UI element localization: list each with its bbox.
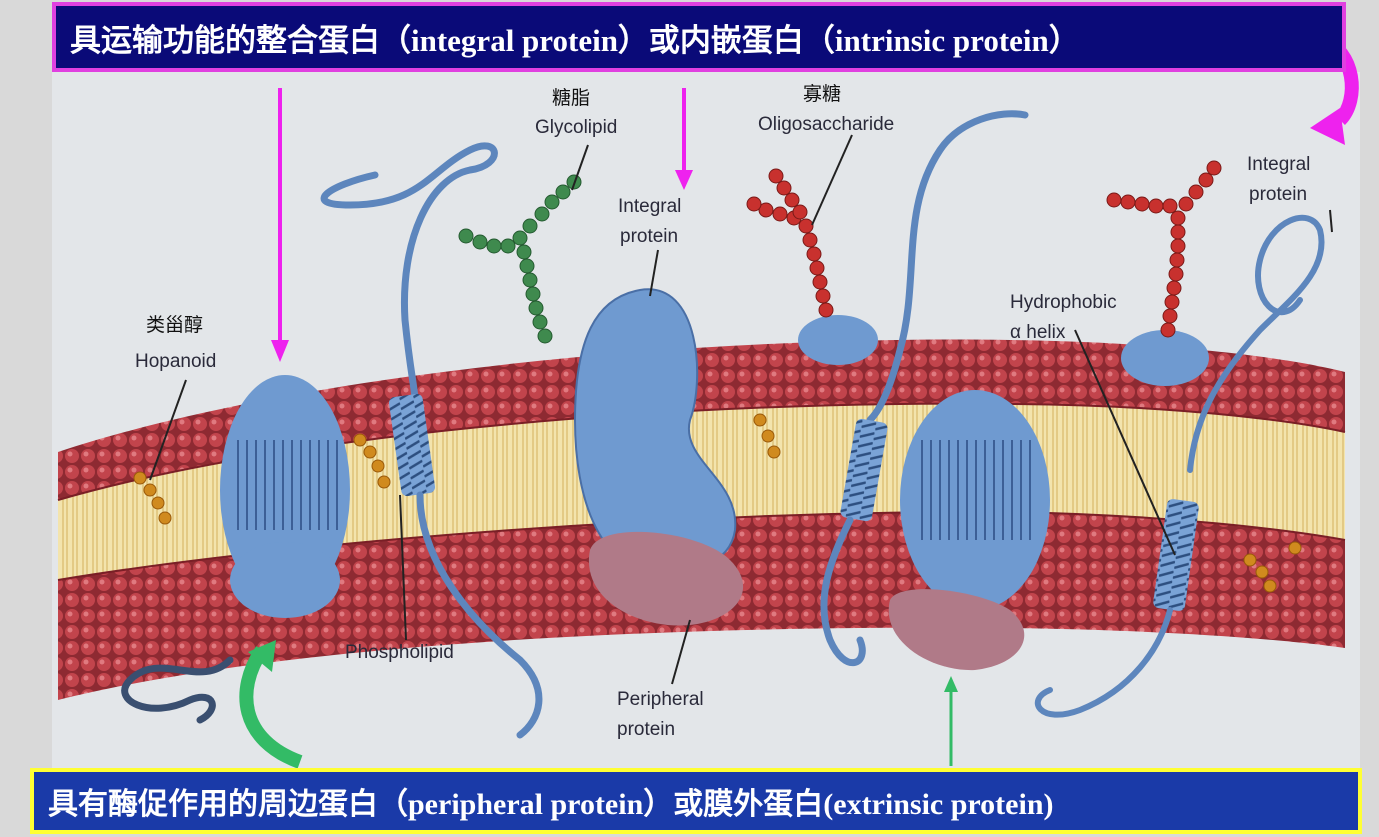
integral-protein-right [820, 110, 1050, 671]
helix-protein-left [320, 142, 543, 739]
peripheral-protein-label-1: Peripheral [617, 689, 704, 710]
glycolipid-label: Glycolipid [535, 117, 617, 138]
membrane-outer-heads [58, 339, 1345, 500]
glycolipid-label-cn: 糖脂 [552, 87, 590, 109]
hydrophobic-helix-label-1: Hydrophobic [1010, 292, 1117, 313]
leader-lines [149, 134, 1333, 685]
hopanoid-molecules [133, 413, 1302, 593]
integral-protein-center [573, 288, 744, 626]
oligosaccharide-center [746, 168, 878, 365]
integral-protein-label-1: Integral [618, 196, 681, 217]
integral-protein-right-label-2: protein [1249, 184, 1307, 205]
integral-protein-right-label-1: Integral [1247, 154, 1310, 175]
peripheral-protein-banner: 具有酶促作用的周边蛋白（peripheral protein）或膜外蛋白(ext… [30, 768, 1362, 834]
integral-protein-label-2: protein [620, 226, 678, 247]
hydrophobic-helix-label-2: α helix [1010, 322, 1066, 343]
green-arrows [239, 640, 958, 769]
hopanoid-label-cn: 类甾醇 [146, 314, 203, 336]
oligosaccharide-label-cn: 寡糖 [803, 83, 841, 105]
hopanoid-label: Hopanoid [135, 351, 216, 372]
integral-protein-banner: 具运输功能的整合蛋白（integral protein）或内嵌蛋白（intrin… [52, 2, 1346, 72]
oligosaccharide-label: Oligosaccharide [758, 114, 894, 135]
peripheral-protein-label-2: protein [617, 719, 675, 740]
glycolipid-chain [458, 174, 582, 344]
phospholipid-label: Phospholipid [345, 642, 454, 663]
integral-protein-left [220, 375, 350, 618]
loose-polypeptide [121, 656, 234, 724]
hydrophobic-helix [1034, 160, 1325, 718]
